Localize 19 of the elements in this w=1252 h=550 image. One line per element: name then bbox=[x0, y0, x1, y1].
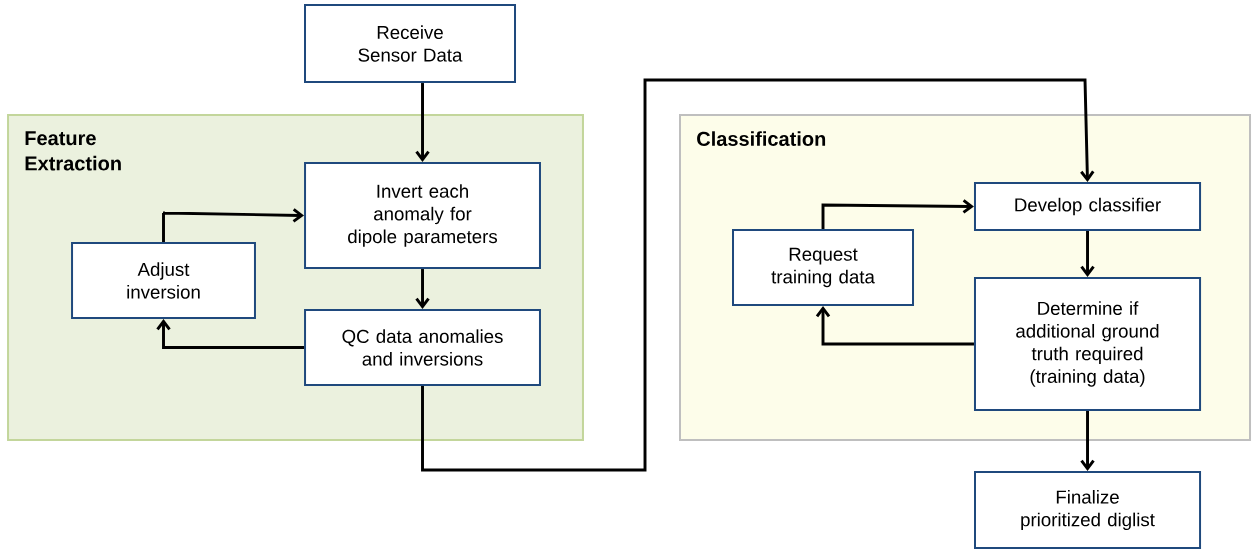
panel-heading: Classification bbox=[697, 131, 826, 146]
arrow bbox=[421, 78, 1095, 472]
arrow bbox=[815, 305, 974, 346]
arrow bbox=[161, 208, 305, 243]
process-box: Receive Sensor Data bbox=[304, 3, 516, 84]
arrow bbox=[156, 318, 305, 349]
arrow bbox=[1080, 230, 1095, 277]
process-box: QC data anomalies and inversions bbox=[304, 309, 541, 386]
panel-heading: Feature Extraction bbox=[25, 131, 121, 171]
arrow bbox=[821, 199, 974, 230]
process-box: Invert each anomaly for dipole parameters bbox=[304, 161, 541, 270]
process-box: Determine if additional ground truth required (training data) bbox=[974, 277, 1202, 411]
process-box: Develop classifier bbox=[974, 182, 1202, 231]
process-box: Request training data bbox=[732, 229, 914, 306]
process-box: Finalize prioritized diglist bbox=[974, 471, 1202, 549]
arrow bbox=[1080, 411, 1095, 471]
process-box: Adjust inversion bbox=[71, 242, 256, 319]
arrow bbox=[415, 83, 430, 162]
arrow bbox=[415, 269, 430, 310]
